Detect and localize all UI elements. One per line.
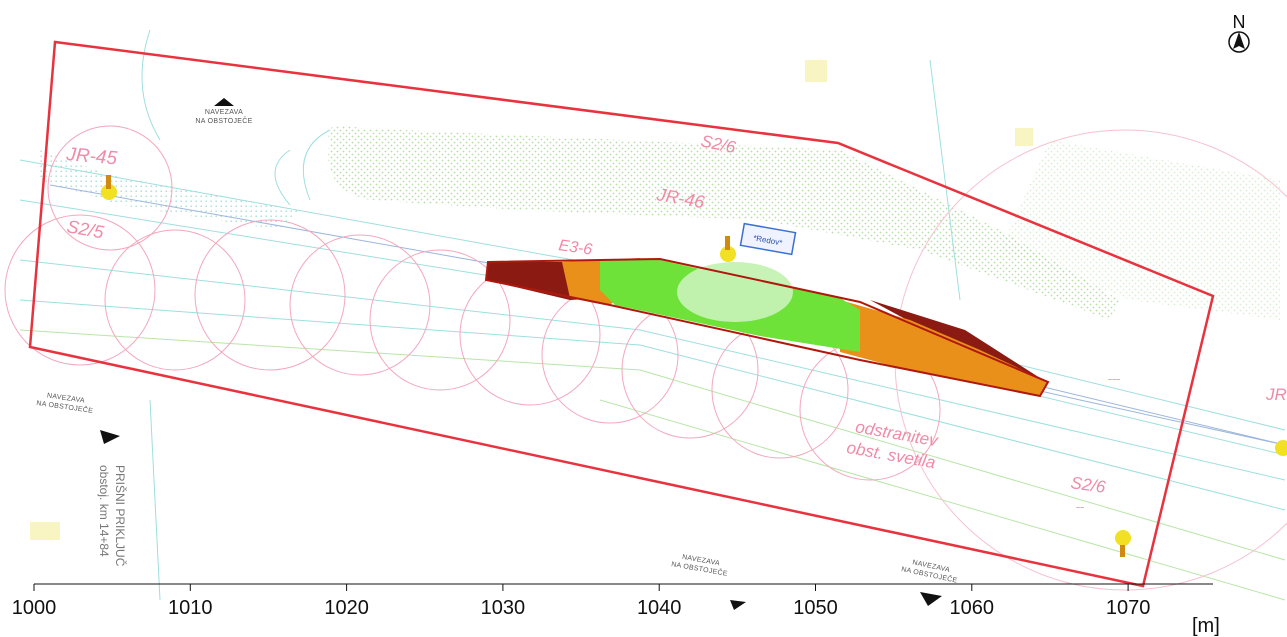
detour-label: NAVEZAVA NA OBSTOJEČE [195, 109, 252, 125]
e3-6-label: E3-6 [557, 237, 593, 259]
vertical-road-label: PRIŠNI PRIKLJUČ obstoj. km 14+84 [97, 465, 128, 567]
scale-tick-label: 1000 [12, 597, 57, 619]
scale-tick-label: 1050 [793, 597, 838, 619]
scale-bar: 1000 1010 1020 1030 1040 1050 1060 1070 [m] [12, 583, 1220, 637]
scale-bar-ticks: 1000 1010 1020 1030 1040 1050 1060 1070 [12, 584, 1151, 619]
light-fixture-icon [1275, 440, 1287, 456]
background-lines-green [19, 329, 1286, 601]
scale-tick-label: 1060 [950, 597, 995, 619]
scale-unit-label: [m] [1192, 615, 1220, 637]
sign-box: *Redov* [739, 222, 797, 256]
background-markers [30, 60, 1033, 540]
jr-45-label: JR-45 [65, 144, 119, 169]
project-boundary [28, 40, 1215, 588]
orange-zone-right [840, 300, 1048, 396]
planting-area [1000, 140, 1280, 320]
triangle-marker-icon [214, 98, 234, 106]
scale-tick-label: 1040 [637, 597, 682, 619]
small-mark: ~~ [1076, 505, 1084, 512]
vertical-road-label-line: PRIŠNI PRIKLJUČ [113, 465, 128, 567]
detour-label-line: NA OBSTOJEČE [195, 116, 252, 125]
light-green-zone [677, 262, 793, 322]
north-arrow-icon [1228, 31, 1250, 53]
triangle-marker-icon [920, 592, 942, 606]
triangle-marker-icon [730, 600, 746, 610]
planting-area [40, 150, 300, 230]
zone-polygons [484, 257, 1050, 398]
detour-label: NAVEZAVA NA OBSTOJEČE [671, 554, 729, 578]
detour-label: NAVEZAVA NA OBSTOJEČE [901, 559, 959, 585]
light-fixture-icon [720, 236, 736, 262]
zone-outline [484, 257, 1050, 398]
small-mark: ~~~ [1108, 377, 1120, 384]
scale-tick-label: 1030 [481, 597, 526, 619]
s2-5-label: S2/5 [65, 216, 106, 242]
scale-tick-label: 1010 [168, 597, 213, 619]
north-letter: N [1233, 12, 1246, 32]
triangle-marker-icon [100, 430, 120, 444]
detour-label-line: NAVEZAVA [205, 109, 243, 116]
detour-label: NAVEZAVA NA OBSTOJEČE [36, 392, 94, 414]
scale-tick-label: 1020 [324, 597, 369, 619]
vertical-road-label-line: obstoj. km 14+84 [97, 465, 111, 557]
planting-area [328, 125, 1120, 320]
light-fixture-icon [101, 175, 117, 200]
north-arrow: N [1228, 12, 1250, 53]
light-fixture-icon [1115, 530, 1131, 557]
scale-tick-label: 1070 [1106, 597, 1151, 619]
s2-6-label: S2/6 [1069, 473, 1107, 497]
jr-edge-label: JR [1265, 385, 1287, 404]
